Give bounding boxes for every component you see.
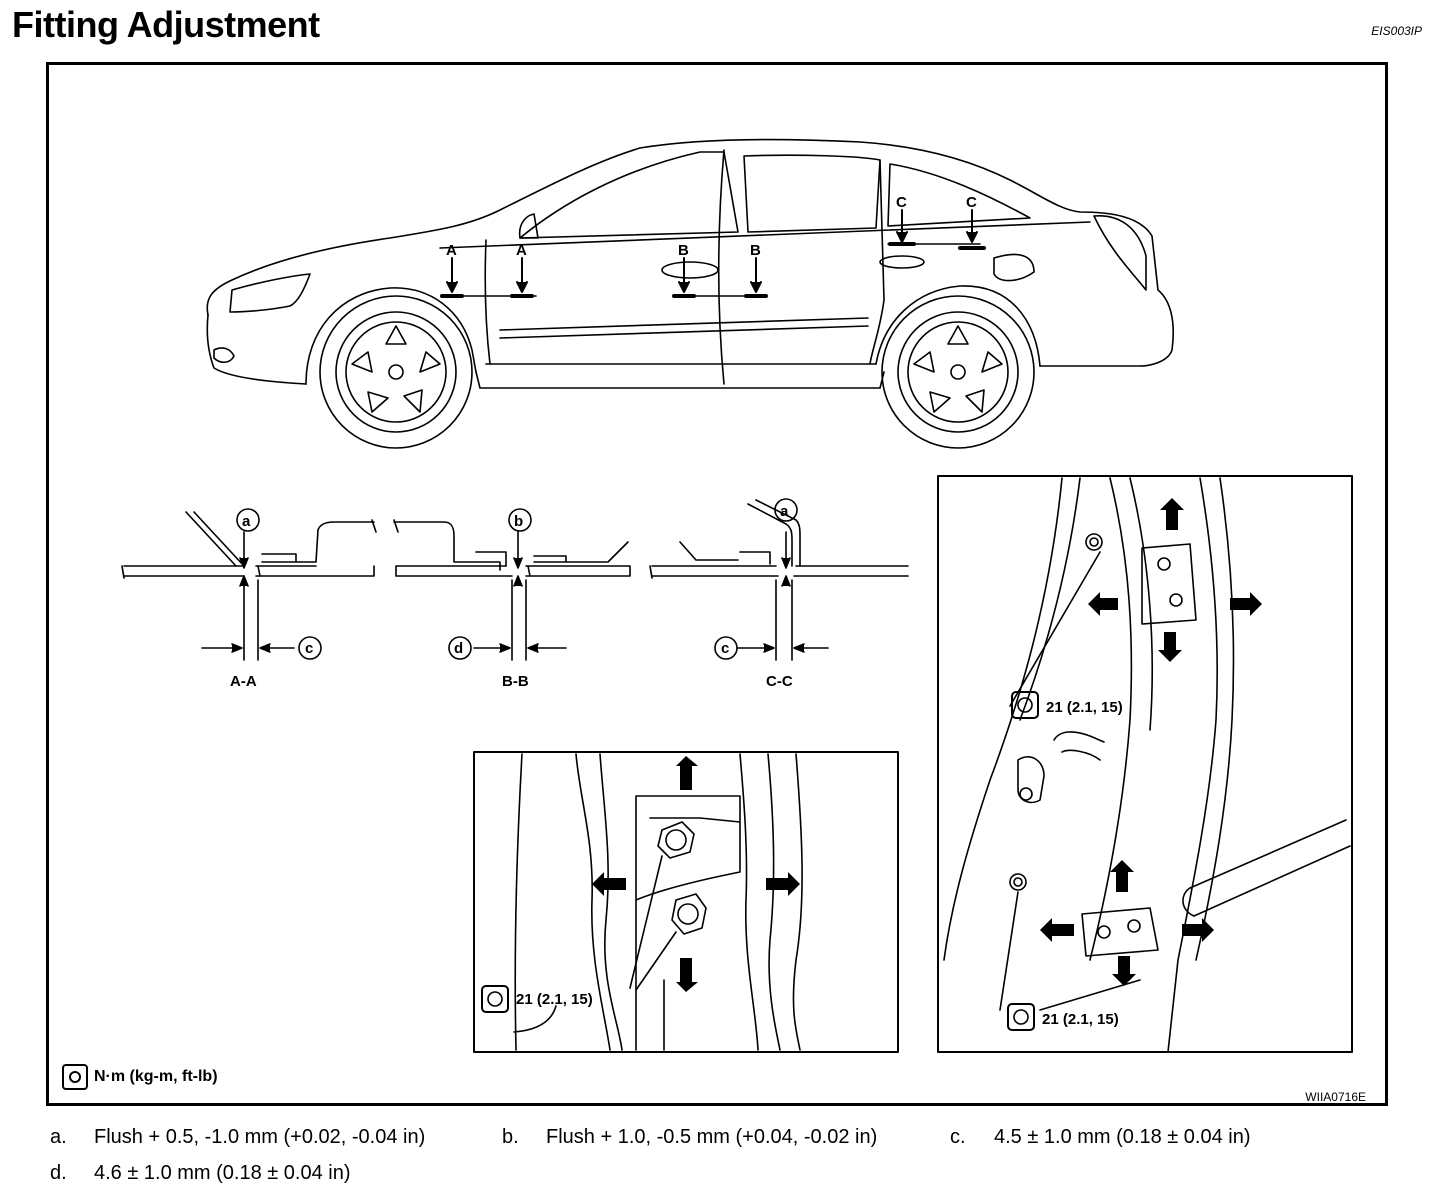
callout-b-bb: b	[514, 513, 523, 530]
front-hinge-arrows	[592, 756, 800, 992]
note-text: Flush + 1.0, -0.5 mm (+0.04, -0.02 in)	[546, 1126, 878, 1148]
callout-a-aa: a	[242, 513, 251, 530]
torque-rear-hinge-upper: 21 (2.1, 15)	[1046, 699, 1123, 716]
rear-hinge-arrows	[1040, 498, 1262, 986]
front-hinge-inset	[473, 751, 899, 1053]
marker-label-a1: A	[446, 242, 457, 259]
marker-label-a2: A	[516, 242, 527, 259]
note-key: d.	[50, 1162, 67, 1184]
page-title: Fitting Adjustment	[12, 4, 320, 45]
note-a: a. Flush + 0.5, -1.0 mm (+0.02, -0.04 in)	[50, 1118, 425, 1156]
front-hinge-torque	[481, 985, 509, 1013]
car-side-view	[206, 138, 1175, 449]
rear-hinge-inset	[937, 475, 1353, 1053]
callout-c-cc: c	[721, 640, 729, 657]
torque-rear-hinge-lower: 21 (2.1, 15)	[1042, 1011, 1119, 1028]
marker-label-c2: C	[966, 194, 977, 211]
marker-label-c1: C	[896, 194, 907, 211]
torque-wrench-icon	[62, 1064, 88, 1090]
section-markers	[440, 209, 986, 298]
note-text: 4.5 ± 1.0 mm (0.18 ± 0.04 in)	[994, 1126, 1251, 1148]
note-b: b. Flush + 1.0, -0.5 mm (+0.04, -0.02 in)	[502, 1118, 877, 1156]
note-key: a.	[50, 1126, 67, 1148]
section-c-c	[649, 498, 909, 661]
note-d: d. 4.6 ± 1.0 mm (0.18 ± 0.04 in)	[50, 1154, 351, 1192]
section-b-b	[393, 508, 631, 661]
marker-b2	[744, 257, 768, 298]
note-key: b.	[502, 1126, 519, 1148]
note-text: Flush + 0.5, -1.0 mm (+0.02, -0.04 in)	[94, 1126, 426, 1148]
section-label-bb: B-B	[502, 673, 529, 690]
note-key: c.	[950, 1126, 966, 1148]
rear-hinge-torque-upper	[1011, 691, 1039, 719]
note-c: c. 4.5 ± 1.0 mm (0.18 ± 0.04 in)	[950, 1118, 1251, 1156]
marker-a1	[440, 257, 464, 298]
note-text: 4.6 ± 1.0 mm (0.18 ± 0.04 in)	[94, 1162, 351, 1184]
callout-d-bb: d	[454, 640, 463, 657]
callout-a-cc: a	[780, 503, 789, 520]
section-code: EIS003IP	[1371, 24, 1422, 38]
section-label-cc: C-C	[766, 673, 793, 690]
torque-unit-legend: N·m (kg-m, ft-lb)	[62, 1064, 218, 1090]
callout-c-aa: c	[305, 640, 313, 657]
marker-label-b1: B	[678, 242, 689, 259]
torque-unit-text: N·m (kg-m, ft-lb)	[94, 1068, 218, 1085]
figure-frame	[46, 62, 1388, 1106]
torque-front-hinge: 21 (2.1, 15)	[516, 991, 593, 1008]
marker-b1	[672, 257, 696, 298]
figure-code: WIIA0716E	[1305, 1090, 1366, 1104]
marker-c2	[958, 209, 986, 250]
rear-hinge-torque-lower	[1007, 1003, 1035, 1031]
section-a-a	[121, 508, 377, 661]
marker-label-b2: B	[750, 242, 761, 259]
marker-a2	[510, 257, 534, 298]
section-label-aa: A-A	[230, 673, 257, 690]
marker-c1	[888, 209, 916, 246]
